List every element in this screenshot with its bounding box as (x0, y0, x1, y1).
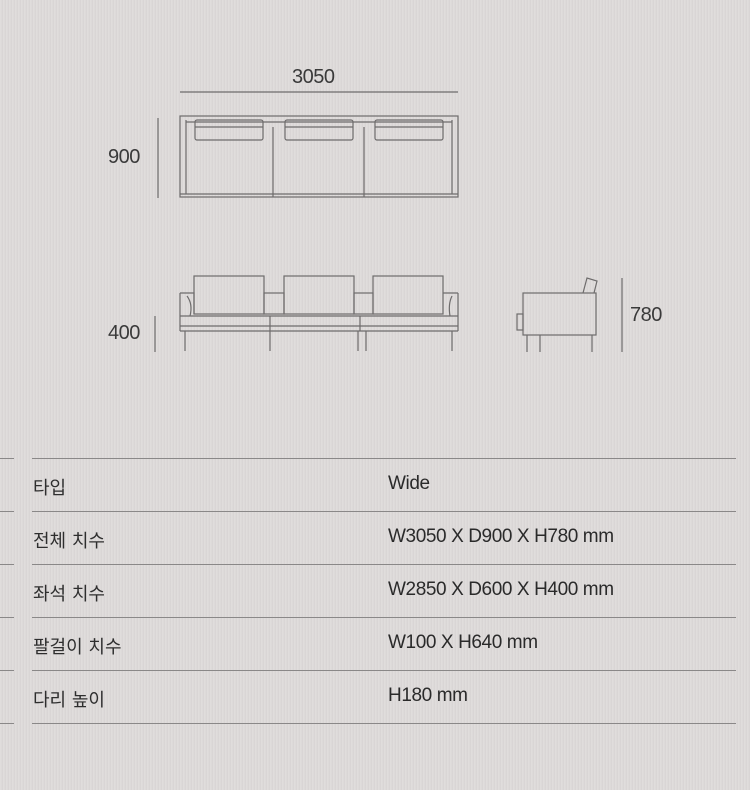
spec-label: 다리 높이 (33, 690, 105, 711)
divider (32, 458, 736, 459)
divider (32, 564, 736, 565)
divider (0, 670, 14, 671)
sofa-dimension-diagram: 3050 900 400 780 (108, 66, 662, 352)
sofa-side-view (516, 277, 598, 352)
divider (0, 458, 14, 459)
sofa-top-view (179, 115, 459, 198)
spec-table: 타입 Wide 전체 치수 W3050 X D900 X H780 mm 좌석 … (0, 458, 750, 724)
spec-label: 좌석 치수 (33, 584, 105, 605)
spec-row-type: 타입 Wide (0, 458, 750, 511)
divider (0, 511, 14, 512)
spec-value: W3050 X D900 X H780 mm (388, 526, 614, 547)
spec-value: W100 X H640 mm (388, 632, 538, 653)
spec-row-seat-dimensions: 좌석 치수 W2850 X D600 X H400 mm (0, 564, 750, 617)
seat-height-dimension-label: 400 (108, 322, 140, 344)
divider (32, 511, 736, 512)
sofa-drawing (154, 91, 623, 352)
divider (0, 617, 14, 618)
divider (32, 617, 736, 618)
spec-value: Wide (388, 473, 430, 494)
spec-value: W2850 X D600 X H400 mm (388, 579, 614, 600)
divider (0, 723, 14, 724)
spec-label: 팔걸이 치수 (33, 637, 122, 658)
spec-row-armrest-dimensions: 팔걸이 치수 W100 X H640 mm (0, 617, 750, 670)
total-height-dimension-label: 780 (630, 304, 662, 326)
width-dimension-label: 3050 (292, 66, 335, 88)
sofa-front-view (179, 275, 459, 351)
divider (32, 670, 736, 671)
depth-dimension-label: 900 (108, 146, 140, 168)
spec-value: H180 mm (388, 685, 468, 706)
divider (0, 564, 14, 565)
spec-label: 전체 치수 (33, 531, 105, 552)
spec-row-leg-height: 다리 높이 H180 mm (0, 670, 750, 723)
spec-label: 타입 (33, 478, 67, 499)
spec-row-overall-dimensions: 전체 치수 W3050 X D900 X H780 mm (0, 511, 750, 564)
divider (32, 723, 736, 724)
